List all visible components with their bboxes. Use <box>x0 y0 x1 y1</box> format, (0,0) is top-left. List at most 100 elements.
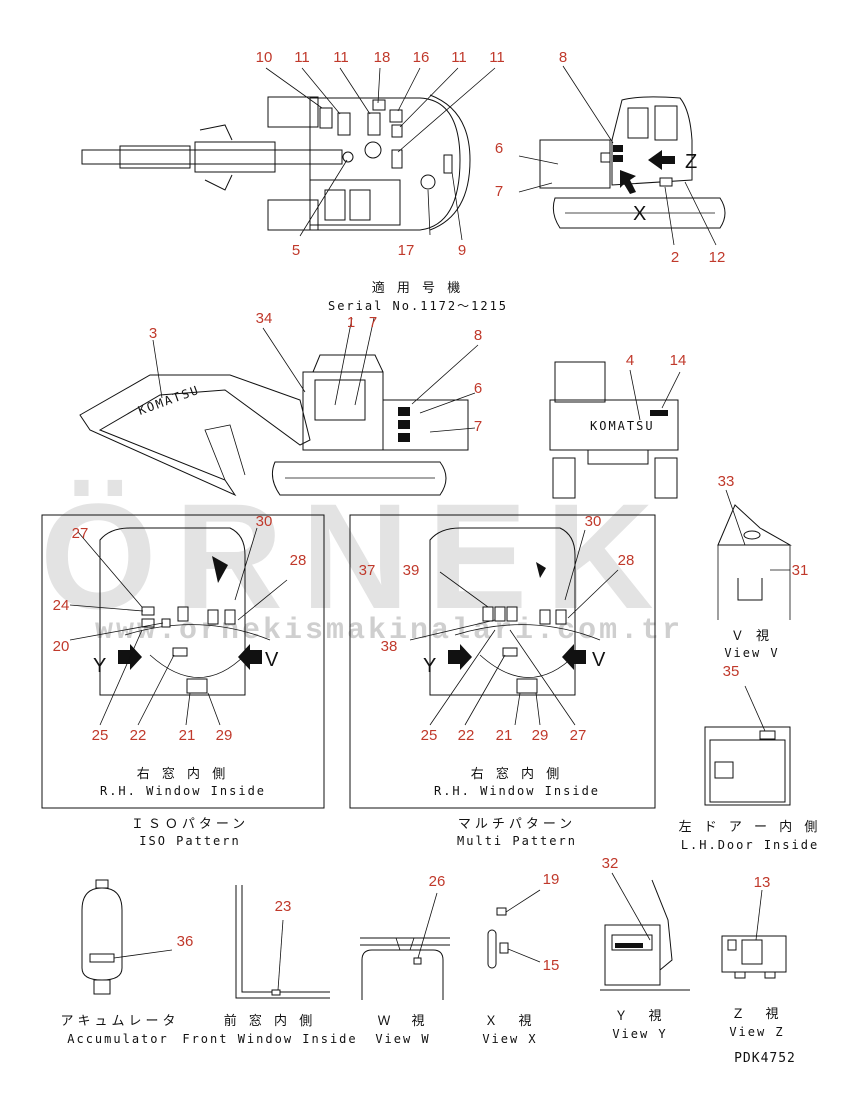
callout-24: 24 <box>53 597 70 614</box>
front-jp: 前 窓 内 側 <box>224 1013 316 1029</box>
rear-view-drawing: KOMATSU <box>549 361 681 499</box>
view-v-en: View V <box>724 646 779 660</box>
door-drawing: 左 ド ア ー 内 側 L.H.Door Inside <box>679 685 822 852</box>
callout-2: 2 <box>671 249 679 266</box>
callout-27-iso: 27 <box>72 525 89 542</box>
callout-29-iso: 29 <box>216 727 233 744</box>
iso-letter-v: V <box>265 649 279 671</box>
view-x-jp: Ｘ 視 <box>484 1014 535 1029</box>
accumulator-drawing: アキュムレータ Accumulator <box>60 879 179 1046</box>
callout-1: 1 <box>347 314 355 331</box>
callout-12: 12 <box>709 249 726 266</box>
callout-16: 16 <box>413 49 430 66</box>
callout-3: 3 <box>149 325 157 342</box>
side-view-callouts: 3 34 1 7 8 6 7 <box>149 310 482 435</box>
view-x-drawing: Ｘ 視 View X <box>482 889 541 1046</box>
callout-20: 20 <box>53 638 70 655</box>
callout-6-side: 6 <box>474 380 482 397</box>
callout-11d: 11 <box>489 49 505 66</box>
watermark: ÖRNEK www.ornekismakinalari.com.tr <box>40 472 683 648</box>
part-code: PDK4752 <box>734 1051 796 1066</box>
watermark-site: www.ornekismakinalari.com.tr <box>95 614 683 648</box>
serial-label-en: Serial No.1172～1215 <box>328 299 508 313</box>
multi-callouts: 30 37 39 28 38 25 22 21 29 27 <box>359 513 635 744</box>
rear-brand-text: KOMATSU <box>590 419 655 433</box>
accumulator-en: Accumulator <box>67 1032 168 1046</box>
view-z-en: View Z <box>729 1025 784 1039</box>
callout-21-iso: 21 <box>179 727 196 744</box>
front-en: Front Window Inside <box>182 1032 357 1046</box>
callout-18: 18 <box>374 49 391 66</box>
view-letter-x: X <box>633 203 646 225</box>
view-w-drawing: Ｗ 視 View W <box>360 892 450 1046</box>
callout-35: 35 <box>723 663 740 680</box>
top-view-leaders <box>265 67 496 241</box>
view-x-en: View X <box>482 1032 537 1046</box>
callout-8-side: 8 <box>474 327 482 344</box>
iso-pattern-jp: ＩＳＯパターン <box>131 817 249 832</box>
callout-36: 36 <box>177 933 194 950</box>
callout-28-iso: 28 <box>290 552 307 569</box>
callout-22-multi: 22 <box>458 727 475 744</box>
callout-7-side-b: 7 <box>474 418 482 435</box>
callout-32: 32 <box>602 855 619 872</box>
view-y-en: View Y <box>612 1027 667 1041</box>
iso-pattern-en: ISO Pattern <box>139 834 240 848</box>
view-v-jp: Ｖ 視 <box>731 629 773 644</box>
callout-34: 34 <box>256 310 273 327</box>
callout-30-iso: 30 <box>256 513 273 530</box>
view-w-en: View W <box>375 1032 430 1046</box>
callout-5: 5 <box>292 242 300 259</box>
callout-30-multi: 30 <box>585 513 602 530</box>
view-y-drawing: Ｙ 視 View Y <box>600 872 690 1041</box>
callout-31: 31 <box>792 562 809 579</box>
callout-28-multi: 28 <box>618 552 635 569</box>
door-jp: 左 ド ア ー 内 側 <box>679 819 822 835</box>
multi-pattern-en: Multi Pattern <box>457 834 577 848</box>
callout-13: 13 <box>754 874 771 891</box>
multi-panel: Y V 右 窓 内 側 R.H. Window Inside <box>349 514 656 809</box>
callout-11a: 11 <box>294 49 310 66</box>
door-en: L.H.Door Inside <box>681 838 819 852</box>
callout-11b: 11 <box>333 49 349 66</box>
callout-39: 39 <box>403 562 420 579</box>
callout-33: 33 <box>718 473 735 490</box>
callout-6-top: 6 <box>495 140 503 157</box>
view-letter-z: Z <box>685 151 697 173</box>
callout-21-multi: 21 <box>496 727 513 744</box>
iso-rh-jp: 右 窓 内 側 <box>137 766 229 782</box>
multi-letter-v: V <box>592 649 606 671</box>
top-view-callouts: 10 11 11 18 16 11 11 5 17 9 <box>256 49 505 259</box>
view-z-jp: Ｚ 視 <box>731 1007 782 1022</box>
view-y-jp: Ｙ 視 <box>614 1009 665 1024</box>
callout-7-top: 7 <box>495 183 503 200</box>
callout-27-multi: 27 <box>570 727 587 744</box>
multi-pattern-jp: マルチパターン <box>458 817 576 832</box>
multi-rh-jp: 右 窓 内 側 <box>471 766 563 782</box>
front-window-drawing: 前 窓 内 側 Front Window Inside <box>182 885 357 1046</box>
callout-4: 4 <box>626 352 634 369</box>
right-view-drawing: Z X <box>518 65 726 246</box>
rear-view-callouts: 4 14 <box>626 352 687 369</box>
callout-19: 19 <box>543 871 560 888</box>
callout-38: 38 <box>381 638 398 655</box>
callout-8-top: 8 <box>559 49 567 66</box>
view-z-drawing: Ｚ 視 View Z <box>721 889 787 1039</box>
side-brand-text: KOMATSU <box>136 383 201 418</box>
accumulator-jp: アキュムレータ <box>60 1014 179 1029</box>
iso-letter-y: Y <box>93 655 106 677</box>
callout-37: 37 <box>359 562 376 579</box>
iso-rh-en: R.H. Window Inside <box>100 784 266 798</box>
callout-26: 26 <box>429 873 446 890</box>
view-v-drawing: Ｖ 視 View V <box>717 489 792 660</box>
callout-14: 14 <box>670 352 687 369</box>
right-view-callouts: 8 6 7 2 12 <box>495 49 726 266</box>
callout-7-side: 7 <box>369 314 377 331</box>
callout-23: 23 <box>275 898 292 915</box>
callout-22-iso: 22 <box>130 727 147 744</box>
iso-callouts: 27 30 28 24 20 25 22 21 29 <box>53 513 307 744</box>
iso-panel: Y V 右 窓 内 側 R.H. Window Inside <box>41 514 325 809</box>
serial-block: 適 用 号 機 Serial No.1172～1215 <box>328 280 508 313</box>
